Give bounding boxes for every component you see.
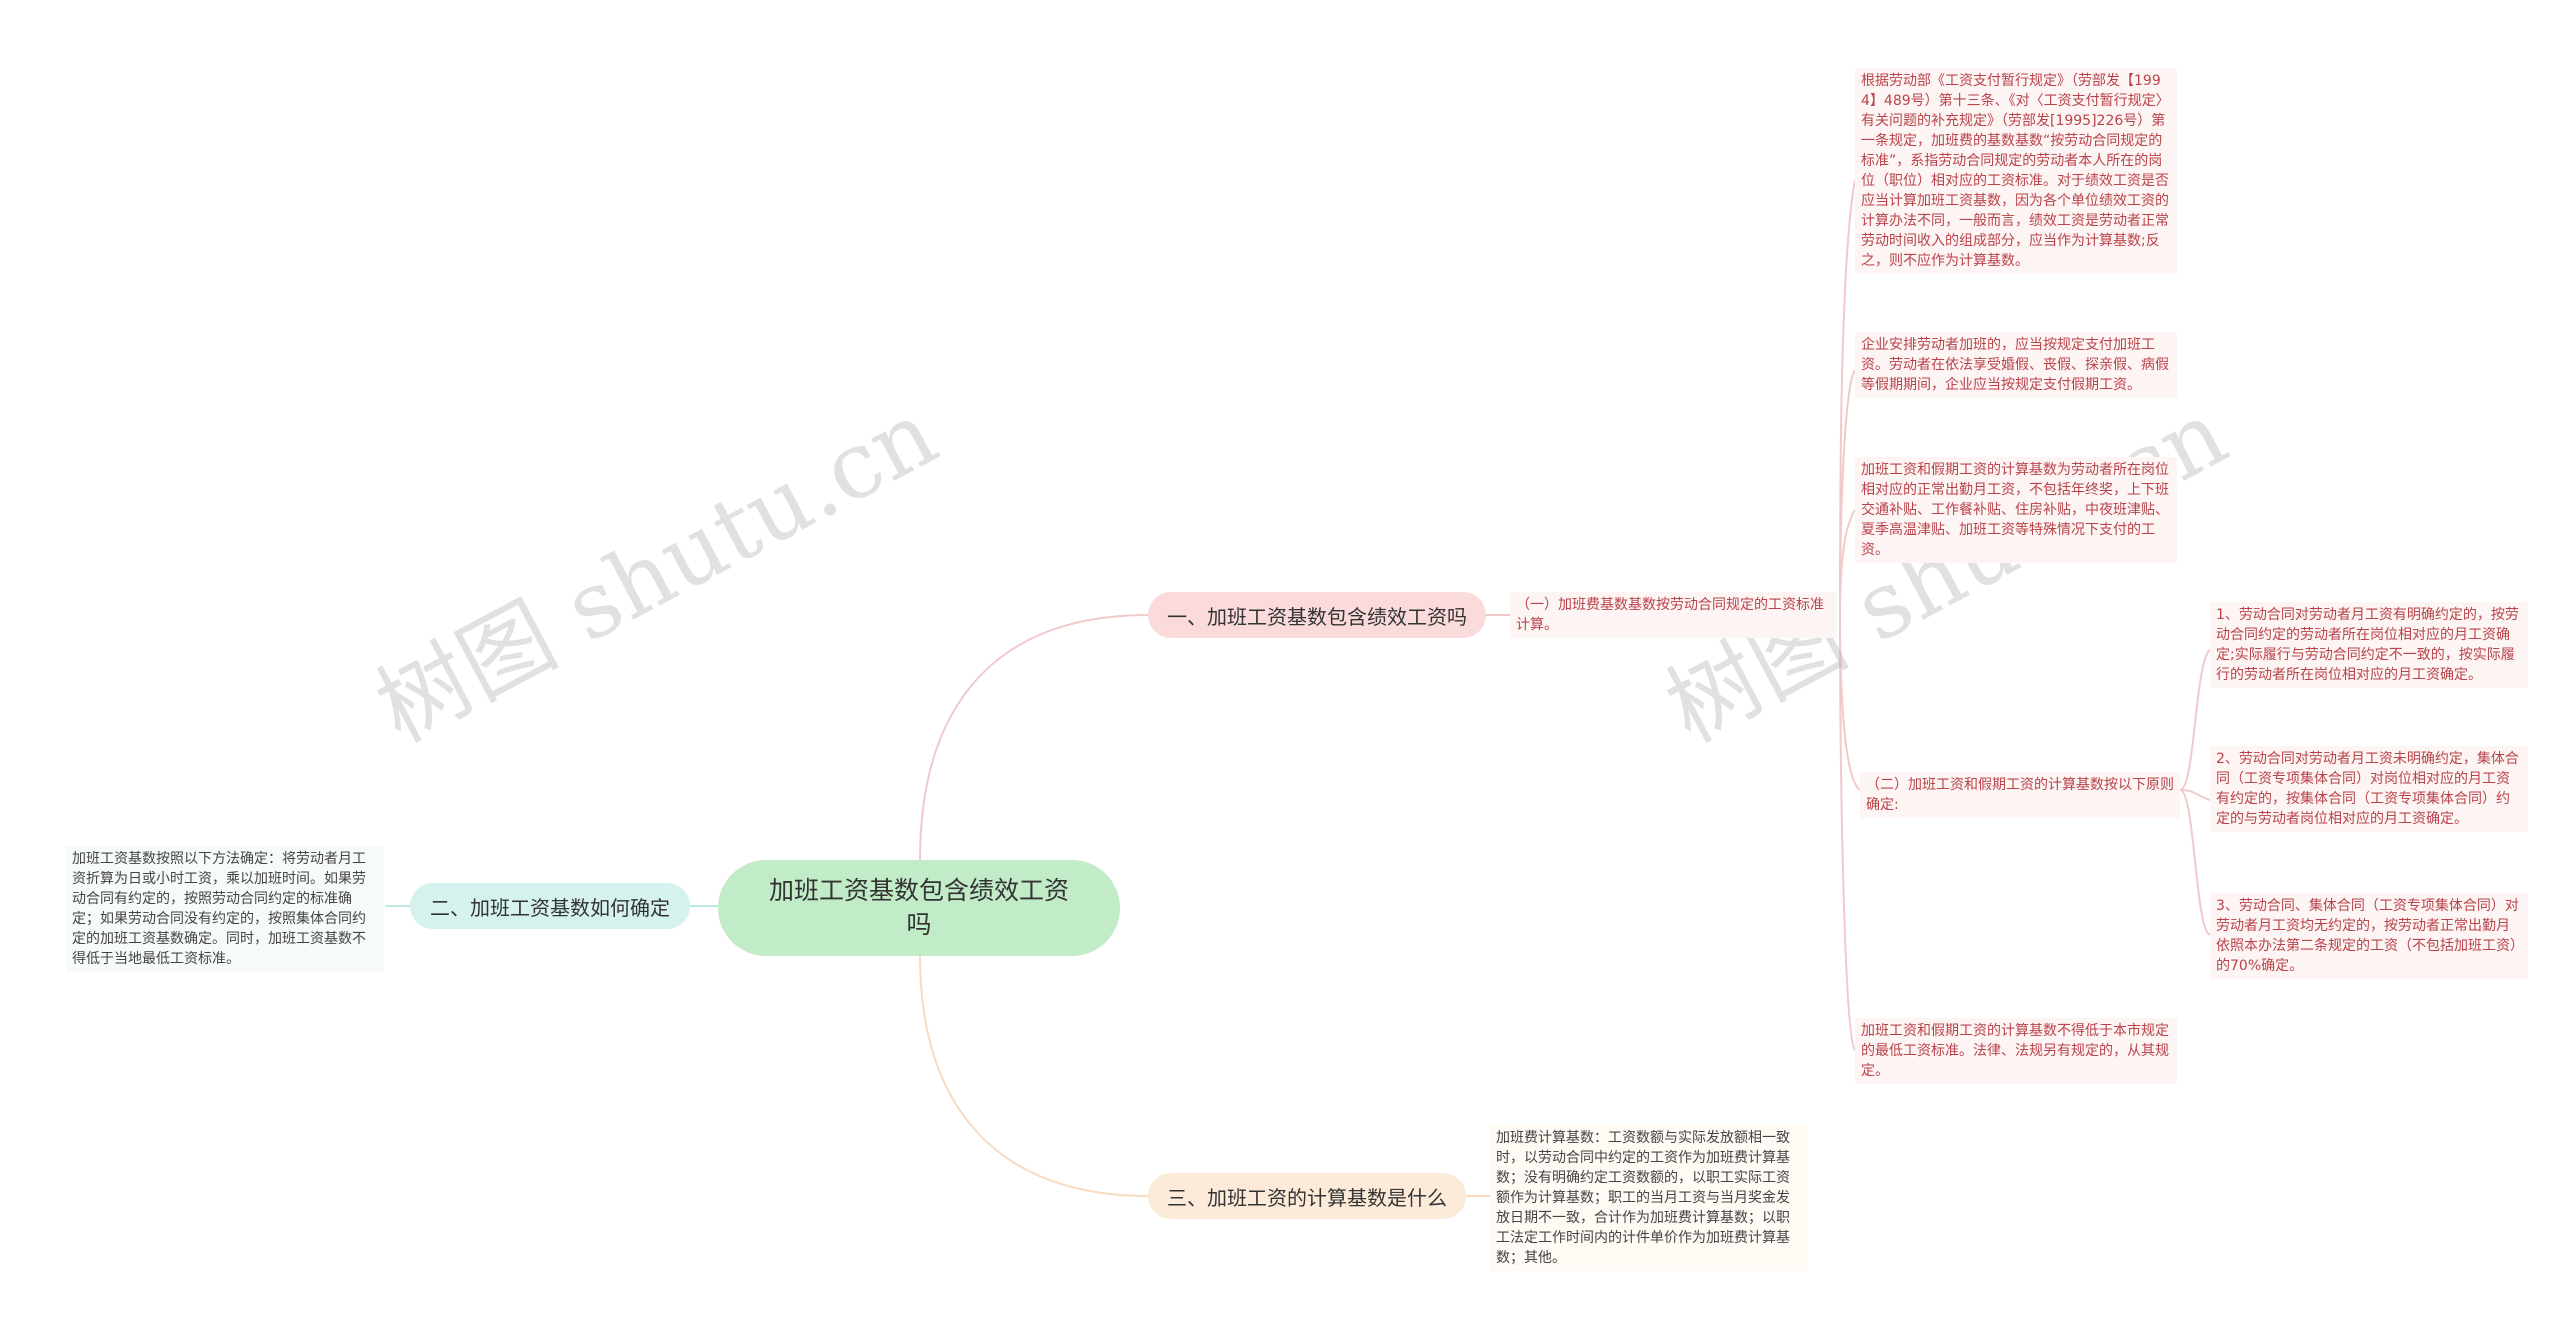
branch-2-label: 二、加班工资基数如何确定 [430, 895, 670, 920]
branch-1[interactable]: 一、加班工资基数包含绩效工资吗 [1148, 592, 1486, 638]
connector-suba-subb [1839, 614, 1861, 791]
connector-subb-b3 [2179, 789, 2211, 936]
connector-suba-a3 [1839, 509, 1856, 616]
connector-suba-bracket [1839, 179, 1856, 616]
connector-suba-a4 [1839, 614, 1856, 1051]
leaf-a1[interactable]: 根据劳动部《工资支付暂行规定》（劳部发【1994】489号）第十三条、《对〈工资… [1855, 68, 2177, 274]
leaf-a3[interactable]: 加班工资和假期工资的计算基数为劳动者所在岗位相对应的正常出勤月工资，不包括年终奖… [1855, 457, 2177, 563]
connector-subb-b1 [2179, 649, 2211, 791]
root-topic-label: 加班工资基数包含绩效工资吗 [768, 876, 1069, 939]
connector-root-b1 [919, 614, 1149, 861]
branch-3-label: 三、加班工资的计算基数是什么 [1167, 1185, 1447, 1210]
leaf-left[interactable]: 加班工资基数按照以下方法确定：将劳动者月工资折算为日或小时工资，乘以加班时间。如… [66, 846, 384, 972]
branch-3[interactable]: 三、加班工资的计算基数是什么 [1148, 1173, 1466, 1219]
leaf-a2[interactable]: 企业安排劳动者加班的，应当按规定支付加班工资。劳动者在依法享受婚假、丧假、探亲假… [1855, 332, 2177, 398]
connector-subb-b2 [2179, 789, 2211, 801]
connector-suba-a2 [1839, 369, 1856, 616]
branch-2[interactable]: 二、加班工资基数如何确定 [410, 883, 690, 929]
branch-1-label: 一、加班工资基数包含绩效工资吗 [1167, 604, 1467, 629]
leaf-b2[interactable]: 2、劳动合同对劳动者月工资未明确约定，集体合同（工资专项集体合同）对岗位相对应的… [2210, 746, 2528, 832]
subtopic-b[interactable]: （二）加班工资和假期工资的计算基数按以下原则确定: [1860, 772, 2180, 818]
leaf-a4[interactable]: 加班工资和假期工资的计算基数不得低于本市规定的最低工资标准。法律、法规另有规定的… [1855, 1018, 2177, 1084]
root-topic[interactable]: 加班工资基数包含绩效工资吗 [718, 860, 1120, 956]
subtopic-a[interactable]: （一）加班费基数基数按劳动合同规定的工资标准计算。 [1510, 592, 1836, 638]
leaf-c1[interactable]: 加班费计算基数：工资数额与实际发放额相一致时，以劳动合同中约定的工资作为加班费计… [1490, 1125, 1808, 1271]
leaf-b3[interactable]: 3、劳动合同、集体合同（工资专项集体合同）对劳动者月工资均无约定的，按劳动者正常… [2210, 893, 2528, 979]
connector-root-b3 [919, 955, 1149, 1197]
leaf-b1[interactable]: 1、劳动合同对劳动者月工资有明确约定的，按劳动合同约定的劳动者所在岗位相对应的月… [2210, 602, 2528, 688]
